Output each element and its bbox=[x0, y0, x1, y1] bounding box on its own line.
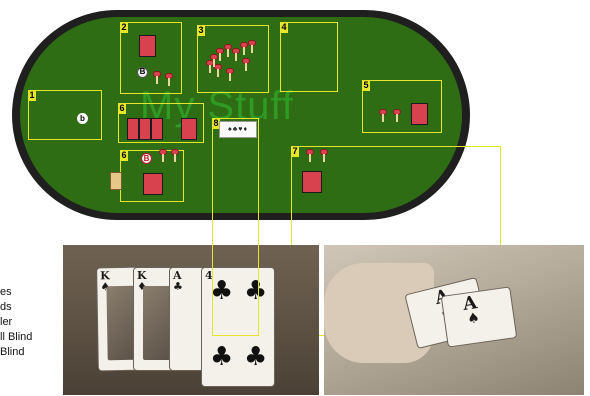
zone-6-seat[interactable]: 6 B bbox=[120, 150, 184, 202]
zone-5[interactable]: 5 bbox=[362, 80, 442, 133]
zone-1[interactable]: 1 b bbox=[28, 90, 102, 140]
zone-4[interactable]: 4 bbox=[280, 22, 338, 92]
bet-peg bbox=[242, 58, 250, 70]
card-suit: ♣ bbox=[173, 281, 183, 293]
bet-peg bbox=[393, 109, 401, 121]
bet-peg bbox=[379, 109, 387, 121]
bet-peg bbox=[165, 73, 173, 85]
zone-3-label: 3 bbox=[197, 25, 205, 36]
chip-stack bbox=[127, 118, 139, 140]
zone-6b-label: 6 bbox=[120, 150, 128, 161]
chip-stack bbox=[139, 118, 151, 140]
bet-peg bbox=[240, 42, 248, 54]
photo-hand-left: K ♠ K ♦ A ♣ 4 ♣ ♣ ♣ ♣ bbox=[63, 245, 319, 395]
big-blind-badge: B bbox=[137, 67, 148, 78]
chip-stack bbox=[302, 171, 322, 193]
club-pip: ♣ bbox=[244, 278, 267, 304]
zone-2-label: 2 bbox=[120, 22, 128, 33]
zone-1-label: 1 bbox=[28, 90, 36, 101]
club-pip: ♣ bbox=[244, 344, 267, 370]
dealer-button-b: b bbox=[77, 113, 88, 124]
zone-8-outline-right bbox=[258, 245, 259, 336]
legend-item: es bbox=[0, 285, 60, 300]
chip-stack bbox=[151, 118, 163, 140]
chip-stack bbox=[143, 173, 163, 195]
zone-8-outline-bottom bbox=[212, 335, 259, 336]
zone-3[interactable]: 3 bbox=[197, 25, 269, 93]
legend-item: ds bbox=[0, 300, 60, 315]
legend: es ds ler ll Blind Blind bbox=[0, 285, 60, 360]
bet-peg bbox=[320, 149, 328, 161]
legend-item: Blind bbox=[0, 345, 60, 360]
club-pip: ♣ bbox=[210, 344, 233, 370]
bet-peg bbox=[232, 48, 240, 60]
card-ace-spades-peek: A ♠ bbox=[441, 286, 518, 347]
legend-item: ler bbox=[0, 315, 60, 330]
zone-7-label: 7 bbox=[291, 146, 299, 157]
bet-peg bbox=[153, 71, 161, 83]
bet-peg bbox=[226, 68, 234, 80]
zone-2[interactable]: 2 B bbox=[120, 22, 182, 94]
community-cards-mini: ♠♣♥♦ bbox=[219, 121, 257, 138]
photo-hand-right: A ♣ A ♠ bbox=[324, 245, 584, 395]
card-deck-icon bbox=[110, 172, 122, 190]
zone-5-label: 5 bbox=[362, 80, 370, 91]
chip-stack bbox=[411, 103, 428, 125]
bet-peg bbox=[159, 149, 167, 161]
zone-6-chips[interactable]: 6 bbox=[118, 103, 204, 143]
chip-stack bbox=[139, 35, 156, 57]
legend-item: ll Blind bbox=[0, 330, 60, 345]
zone-4-label: 4 bbox=[280, 22, 288, 33]
chip-stack bbox=[181, 118, 197, 140]
small-blind-badge: B bbox=[141, 153, 152, 164]
bet-peg bbox=[210, 54, 218, 66]
zone-6-label: 6 bbox=[118, 103, 126, 114]
bet-peg bbox=[248, 40, 256, 52]
bet-peg bbox=[306, 149, 314, 161]
zone-8-outline-left bbox=[212, 245, 213, 336]
card-suit: ♠ bbox=[466, 312, 480, 326]
bet-peg bbox=[224, 44, 232, 56]
bet-peg bbox=[171, 149, 179, 161]
club-pip: ♣ bbox=[210, 278, 233, 304]
